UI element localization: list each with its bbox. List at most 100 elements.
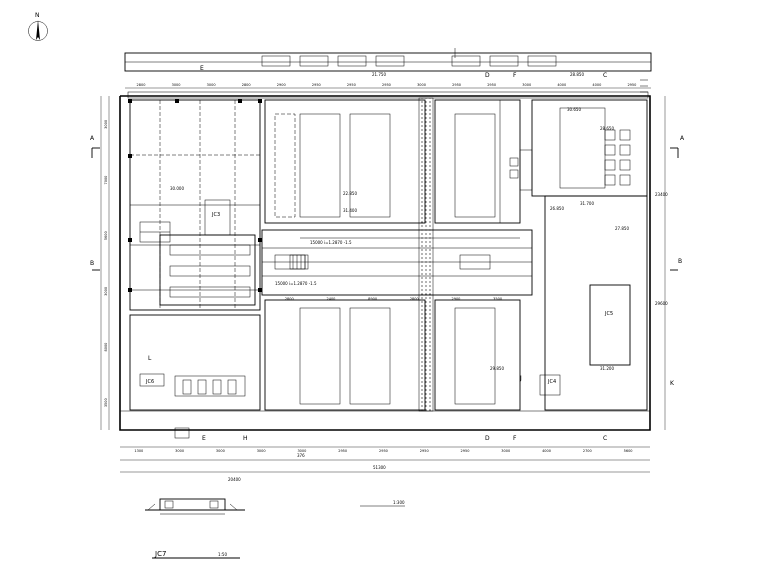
top-dimension-texts: 2800 3000 3000 2800 2900 2950 2950 2950 3000 2950… — [137, 83, 637, 87]
level-5: 27.850 — [615, 226, 629, 231]
axis-F-top: F — [513, 72, 517, 79]
outer-boundary — [124, 48, 652, 72]
dimension-text: 2800 — [137, 83, 146, 87]
room-JC3: JC3 — [211, 212, 220, 218]
dimension-text: 2950 — [487, 83, 496, 87]
dimension-text: 3500 — [493, 297, 502, 301]
corridor-dimension-texts: 2800 2400 8900 2800 2900 3500 — [285, 297, 502, 301]
dimension-text: 7000 — [104, 176, 108, 185]
left-building-grid — [129, 99, 261, 311]
dimension-text: 1300 — [134, 449, 143, 453]
dimension-text: 3000 — [172, 83, 181, 87]
dimension-text: 2950 — [461, 449, 470, 453]
axis-K: K — [670, 380, 675, 387]
room-JC5: JC5 — [604, 311, 613, 317]
north-label: N — [35, 12, 40, 19]
axis-B-right: B — [678, 258, 682, 265]
axis-C-top: C — [603, 72, 607, 79]
level-8: 30.000 — [170, 186, 184, 191]
axis-B-left: B — [90, 260, 94, 267]
dimension-text: 5600 — [104, 231, 108, 240]
room-JC6: JC6 — [145, 379, 154, 385]
plan-title-block: 1:300 — [360, 500, 405, 507]
axis-D-top: D — [485, 72, 490, 79]
dimension-text: 3500 — [104, 398, 108, 407]
dimension-text: 3000 — [207, 83, 216, 87]
dimension-text: 4000 — [542, 449, 551, 453]
north-arrow-icon: N — [28, 12, 48, 41]
section-markers — [91, 147, 679, 271]
dimension-text: 3000 — [501, 449, 510, 453]
dimension-text: 2950 — [382, 83, 391, 87]
dimension-text: 5600 — [624, 449, 633, 453]
central-channel — [418, 97, 434, 412]
axis-E-top: E — [200, 65, 204, 72]
lower-tank-blocks — [264, 299, 521, 411]
slope-note-2: 15000 i=1.2870 -1.5 — [275, 281, 317, 286]
dimension-text: 2950 — [347, 83, 356, 87]
level-2: 30.650 — [567, 107, 581, 112]
sub-dimension: 376 — [297, 453, 305, 458]
dimension-text: 2900 — [452, 297, 461, 301]
axis-L: L — [148, 355, 152, 362]
dimension-text: 3000 — [297, 449, 306, 453]
dimension-text: 2950 — [452, 83, 461, 87]
dimension-text: 2950 — [627, 83, 636, 87]
dimension-text: 3000 — [417, 83, 426, 87]
axis-A-left: A — [90, 135, 95, 142]
dimension-text: 2950 — [312, 83, 321, 87]
column-markers — [128, 99, 262, 292]
dimension-text: 3000 — [216, 449, 225, 453]
plan-scale: 1:300 — [393, 500, 405, 505]
room-JC4: JC4 — [547, 379, 556, 385]
right-stair — [640, 79, 648, 93]
detail-jc7: JC7 1:50 — [145, 498, 245, 559]
dimension-text: 3000 — [522, 83, 531, 87]
slope-note-1: 15000 i=1.2870 -1.5 — [310, 240, 352, 245]
axis-J: J — [519, 375, 522, 382]
dimension-text: 2950 — [379, 449, 388, 453]
corridor-stair — [289, 254, 309, 270]
left-total-dimension: 20400 — [228, 477, 241, 482]
axis-C-bottom: C — [603, 435, 607, 442]
level-marks: 21.750 28.850 30.650 31.700 26.850 27.85… — [170, 72, 629, 371]
main-building-outline — [119, 91, 651, 431]
dimension-text: 2800 — [410, 297, 419, 301]
overall-dimension: 51300 — [373, 465, 386, 470]
dimension-text: 3000 — [104, 287, 108, 296]
level-4: 26.850 — [550, 206, 564, 211]
right-wing — [509, 99, 648, 411]
lower-left-area — [129, 314, 261, 439]
bottom-dimension-line — [120, 446, 650, 473]
dimension-text: 2800 — [242, 83, 251, 87]
axis-A-right: A — [680, 135, 685, 142]
room-labels: JC3 JC4 JC5 JC6 — [145, 212, 613, 385]
level-3: 31.700 — [580, 201, 594, 206]
detail-scale: 1:50 — [218, 552, 227, 557]
dimension-text: 4000 — [592, 83, 601, 87]
axis-labels: A A B B C C D D E E F F J K L H — [90, 65, 685, 442]
level-9: 22.850 — [343, 191, 357, 196]
right-dim-2: 29600 — [655, 301, 668, 306]
detail-title: JC7 — [154, 550, 166, 558]
level-0: 21.750 — [372, 72, 386, 77]
dimension-text: 2950 — [420, 449, 429, 453]
level-10: 31.400 — [343, 208, 357, 213]
axis-D-bottom: D — [485, 435, 490, 442]
dimension-text: 2400 — [327, 297, 336, 301]
dimension-text: 2900 — [277, 83, 286, 87]
dimension-text: 3000 — [175, 449, 184, 453]
upper-tank-blocks — [264, 99, 521, 224]
level-7: 28.650 — [600, 126, 614, 131]
left-dimension-line — [100, 96, 110, 430]
dimension-text: 2800 — [285, 297, 294, 301]
dimension-text: 8900 — [368, 297, 377, 301]
dimension-text: 3000 — [257, 449, 266, 453]
right-dim-1: 23400 — [655, 192, 668, 197]
level-11: 29.850 — [490, 366, 504, 371]
level-6: 31.200 — [600, 366, 614, 371]
